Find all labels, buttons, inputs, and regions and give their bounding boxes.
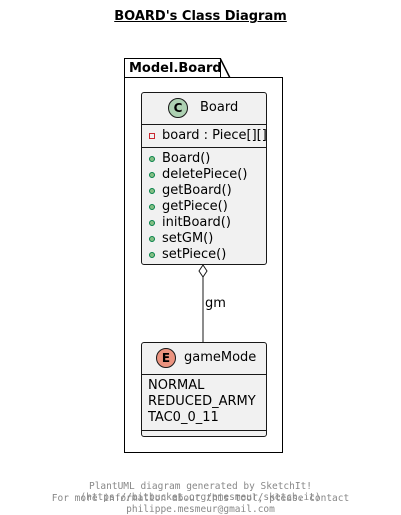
class-board-methods: Board() deletePiece() getBoard() getPiec… bbox=[142, 148, 266, 266]
diagram-title: BOARD's Class Diagram bbox=[114, 9, 287, 24]
method-text: initBoard() bbox=[162, 215, 231, 230]
package-name: Model.Board bbox=[129, 61, 222, 76]
enum-stereotype-icon: E bbox=[156, 348, 176, 368]
enum-value-text: TAC0_0_11 bbox=[148, 410, 219, 425]
method-text: setGM() bbox=[162, 231, 214, 246]
attribute-text: board : Piece[][] bbox=[162, 128, 267, 143]
enum-gamemode[interactable]: E gameMode NORMAL REDUCED_ARMY TAC0_0_11 bbox=[141, 342, 267, 437]
aggregation-diamond bbox=[198, 264, 208, 278]
enum-value-text: REDUCED_ARMY bbox=[148, 394, 256, 409]
enum-value: NORMAL bbox=[142, 378, 266, 394]
enum-value-text: NORMAL bbox=[148, 378, 205, 393]
class-board[interactable]: C Board board : Piece[][] Board() delete… bbox=[141, 92, 267, 265]
public-visibility-icon bbox=[149, 188, 155, 194]
method-text: Board() bbox=[162, 151, 211, 166]
public-visibility-icon bbox=[149, 172, 155, 178]
enum-value: TAC0_0_11 bbox=[142, 410, 266, 426]
enum-value: REDUCED_ARMY bbox=[142, 394, 266, 410]
method-row: setPiece() bbox=[142, 247, 266, 263]
footer-contact: For more information about this tool, pl… bbox=[51, 493, 350, 515]
attribute-row: board : Piece[][] bbox=[142, 128, 267, 144]
private-visibility-icon bbox=[149, 133, 155, 139]
class-board-header: C Board bbox=[142, 93, 266, 125]
public-visibility-icon bbox=[149, 236, 155, 242]
enum-gamemode-values: NORMAL REDUCED_ARMY TAC0_0_11 bbox=[142, 375, 266, 431]
relation-label: gm bbox=[205, 296, 226, 311]
footer-generated-by: PlantUML diagram generated by SketchIt! … bbox=[80, 481, 321, 503]
public-visibility-icon bbox=[149, 252, 155, 258]
class-board-attributes: board : Piece[][] bbox=[142, 125, 267, 148]
method-row: Board() bbox=[142, 151, 266, 167]
public-visibility-icon bbox=[149, 156, 155, 162]
enum-gamemode-header: E gameMode bbox=[142, 343, 266, 375]
method-row: getPiece() bbox=[142, 199, 266, 215]
public-visibility-icon bbox=[149, 204, 155, 210]
package-tab bbox=[124, 58, 221, 78]
class-board-name: Board bbox=[200, 100, 239, 115]
package-tab-corner bbox=[219, 58, 231, 79]
method-text: getBoard() bbox=[162, 183, 232, 198]
method-row: initBoard() bbox=[142, 215, 266, 231]
enum-gamemode-name: gameMode bbox=[184, 350, 257, 365]
public-visibility-icon bbox=[149, 220, 155, 226]
method-row: setGM() bbox=[142, 231, 266, 247]
method-text: getPiece() bbox=[162, 199, 228, 214]
method-row: deletePiece() bbox=[142, 167, 266, 183]
method-row: getBoard() bbox=[142, 183, 266, 199]
class-stereotype-icon: C bbox=[168, 98, 188, 118]
method-text: deletePiece() bbox=[162, 167, 248, 182]
method-text: setPiece() bbox=[162, 247, 227, 262]
